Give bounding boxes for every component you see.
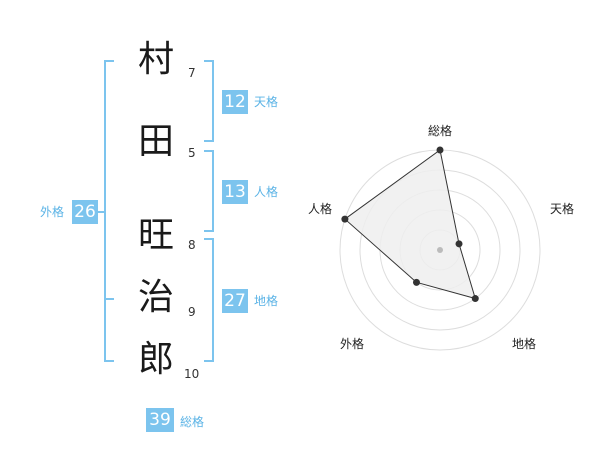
name-char-3: 旺 (137, 215, 174, 256)
name-char-5: 郎 (137, 339, 174, 380)
radar-label-gaikaku: 外格 (340, 337, 365, 351)
name-char-4: 治 (137, 277, 174, 318)
gaikaku-value: 26 (72, 200, 98, 224)
chikaku-label: 地格 (254, 294, 279, 308)
radar-center-dot (437, 247, 443, 253)
name-char-1: 村 (137, 39, 174, 80)
soukaku-label: 総格 (180, 415, 205, 429)
radar-polygon (344, 149, 477, 300)
tenkaku-label: 天格 (254, 95, 279, 109)
radar-point-chikaku (471, 295, 479, 303)
chikaku-value: 27 (222, 289, 248, 313)
radar-label-soukaku: 総格 (428, 124, 453, 138)
radar-label-tenkaku: 天格 (550, 202, 575, 216)
jinkaku-value: 13 (222, 180, 248, 204)
gaikaku-bracket-connector (98, 211, 106, 213)
jinkaku-bracket (204, 150, 214, 232)
tenkaku-value: 12 (222, 90, 248, 114)
stroke-count-5: 10 (184, 367, 200, 381)
radar-point-tenkaku (455, 240, 463, 248)
soukaku-value: 39 (146, 408, 174, 432)
stroke-count-2: 5 (188, 146, 196, 160)
gaikaku-label: 外格 (40, 205, 65, 219)
jinkaku-label: 人格 (254, 185, 279, 199)
stroke-count-1: 7 (188, 66, 196, 80)
radar-point-gaikaku (412, 278, 420, 286)
name-char-2: 田 (137, 121, 174, 162)
radar-point-soukaku (436, 146, 444, 154)
stroke-count-3: 8 (188, 238, 196, 252)
radar-label-jinkaku: 人格 (308, 202, 333, 216)
chikaku-bracket (204, 238, 214, 362)
radar-label-chikaku: 地格 (512, 337, 537, 351)
gaikaku-bracket-tick (104, 298, 114, 300)
stroke-count-4: 9 (188, 305, 196, 319)
radar-point-jinkaku (341, 215, 349, 223)
tenkaku-bracket (204, 60, 214, 142)
